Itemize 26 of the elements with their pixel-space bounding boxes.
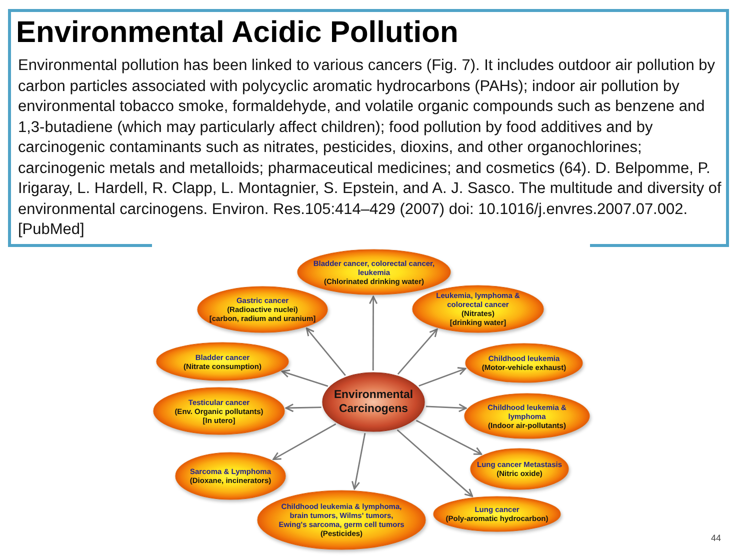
arrow [397, 328, 438, 375]
arrow [368, 296, 378, 370]
cancer-ellipse [153, 387, 285, 435]
cancer-ellipse [257, 490, 426, 550]
arrow [418, 367, 466, 387]
cancer-ellipse [464, 393, 590, 439]
arrow [272, 423, 336, 460]
cancer-ellipse [465, 343, 583, 383]
arrow [285, 404, 322, 412]
center-label: Environmental Carcinogens [332, 388, 414, 416]
arrow [426, 404, 467, 412]
cancer-ellipse [156, 342, 289, 381]
cancer-ellipse [175, 452, 286, 500]
page-number: 44 [711, 533, 722, 544]
cancer-ellipse [197, 286, 328, 333]
arrow [416, 420, 482, 455]
cancer-ellipse [433, 496, 561, 532]
arrow [281, 369, 328, 387]
body-paragraph: Environmental pollution has been linked to various cancers (Fig. 7). It includes outdoor air pollution by carbon particles associated with polycyclic aromatic hydrocarbons (PAHs); indoor air pollution by environmental tobacco smoke, formaldehyde, and volatile organic compounds such as benzene and 1,3-butadiene (which may particularly affect children); food pollution by food additives and by carcinogenic contaminants such as nitrates, pesticides, dioxins, and other organochlorines; carcinogenic metals and metalloids; pharmaceutical medicines; and cosmetics (64). D. Belpomme, P. Irigaray, L. Hardell, R. Clapp, L. Montagnier, S. Epstein, and A. J. Sasco. The multitude and diversity of environmental carcinogens. Environ. Res.105:414–429 (2007) doi: 10.1016/j.envres.2007.07.002. [PubMed] [18, 56, 722, 240]
arrow [351, 432, 366, 490]
center-ellipse [322, 372, 425, 432]
cancer-ellipse [470, 448, 569, 490]
arrow [306, 328, 346, 376]
arrow [396, 429, 474, 498]
slide-title: Environmental Acidic Pollution [16, 16, 458, 50]
cancer-ellipse [412, 285, 544, 333]
